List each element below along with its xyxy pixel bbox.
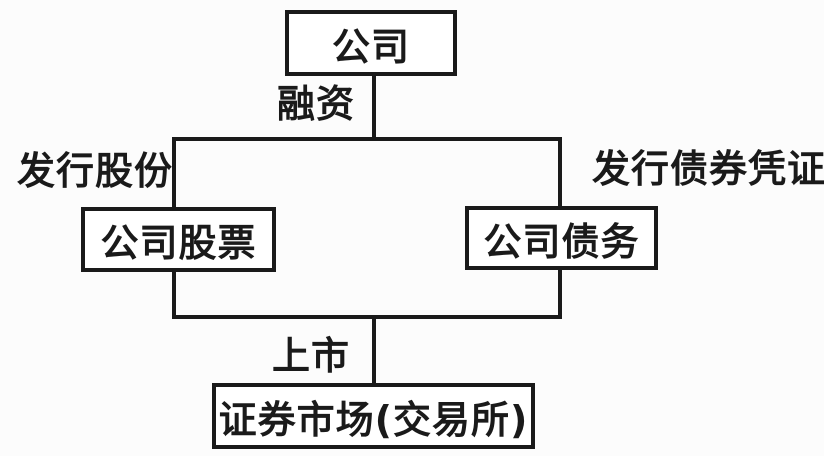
connector-branch-to-market bbox=[372, 317, 376, 385]
edge-label-issue-shares: 发行股份 bbox=[17, 149, 174, 193]
edge-label-issue-bond-certificates: 发行债券凭证 bbox=[592, 147, 824, 191]
node-company-debt: 公司债务 bbox=[465, 206, 658, 270]
edge-label-listing: 上市 bbox=[272, 334, 351, 378]
node-company: 公司 bbox=[285, 10, 457, 76]
edge-label-financing: 融资 bbox=[277, 82, 356, 126]
node-securities-market: 证券市场(交易所) bbox=[212, 383, 535, 449]
node-company-stock: 公司股票 bbox=[81, 207, 276, 272]
connector-company-to-branch bbox=[372, 76, 376, 139]
